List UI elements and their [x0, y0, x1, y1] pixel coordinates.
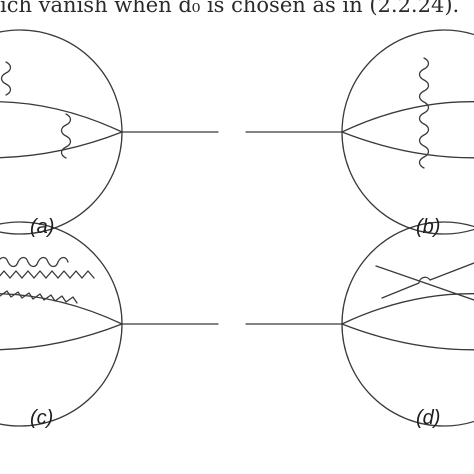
- photon-propagator-a-2: [60, 113, 72, 159]
- blob-circle-d: [341, 221, 474, 427]
- inner-upper-arc-c: [0, 293, 123, 325]
- inner-lower-arc-d: [341, 323, 474, 351]
- diagram-c: [0, 221, 219, 427]
- panel-label-d: (d): [416, 407, 441, 429]
- inner-lower-arc-a: [0, 131, 123, 159]
- body-text-line: ich vanish when d₀ is chosen as in (2.2.…: [0, 0, 460, 17]
- crossing-line-d-2: [381, 262, 474, 299]
- inner-upper-arc-b: [341, 101, 474, 133]
- blob-circle-b: [341, 29, 474, 235]
- inner-lower-arc-c: [0, 323, 123, 351]
- diagram-b: [245, 29, 474, 235]
- diagram-d: [245, 221, 474, 427]
- photon-propagator-b: [418, 57, 430, 169]
- photon-propagator-a-1: [0, 61, 12, 96]
- blob-circle-a: [0, 29, 123, 235]
- photon-propagator-c-2: [0, 270, 95, 279]
- blob-circle-c: [0, 221, 123, 427]
- photon-propagator-c-3: [0, 290, 78, 304]
- photon-propagator-c-1: [0, 256, 69, 268]
- inner-lower-arc-b: [341, 131, 474, 159]
- panel-label-a: (a): [30, 216, 55, 238]
- panel-label-b: (b): [416, 216, 441, 238]
- inner-upper-arc-a: [0, 101, 123, 133]
- crossing-line-d-1: [375, 265, 474, 301]
- diagram-a: [0, 29, 219, 235]
- inner-upper-arc-d: [341, 293, 474, 325]
- panel-label-c: (c): [30, 407, 54, 429]
